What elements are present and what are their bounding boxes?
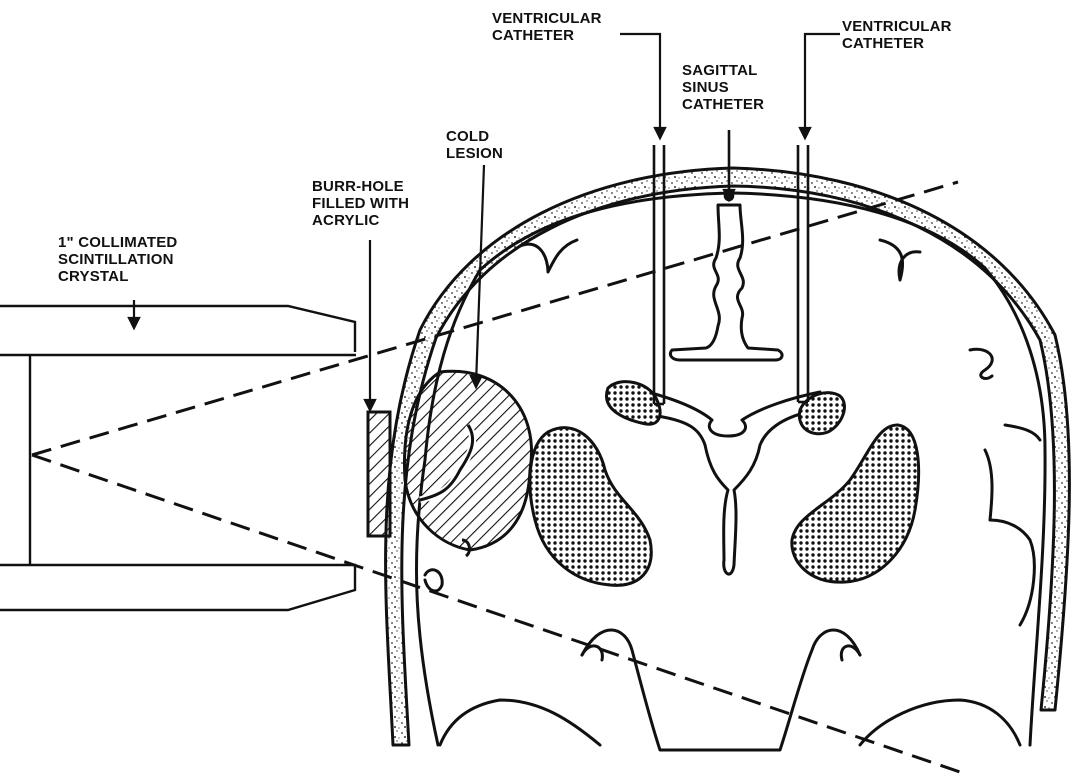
corpus-callosum [640, 390, 820, 436]
right-basal-ganglion [792, 425, 919, 582]
sagittal-sinus-catheter-label: SAGITTAL SINUS CATHETER [682, 62, 764, 113]
right-ventricle-horn [799, 393, 844, 434]
burr-hole-label: BURR-HOLE FILLED WITH ACRYLIC [312, 178, 409, 229]
left-ventricle-horn [607, 382, 661, 425]
left-basal-ganglion [530, 428, 651, 586]
collimated-crystal-label: 1" COLLIMATED SCINTILLATION CRYSTAL [58, 234, 177, 285]
ventricular-catheter-left-label: VENTRICULAR CATHETER [492, 10, 602, 44]
ventricular-catheter-right-label: VENTRICULAR CATHETER [842, 18, 952, 52]
cold-lesion-label: COLD LESION [446, 128, 503, 162]
burr-hole [368, 412, 390, 536]
scintillation-crystal [0, 306, 356, 610]
